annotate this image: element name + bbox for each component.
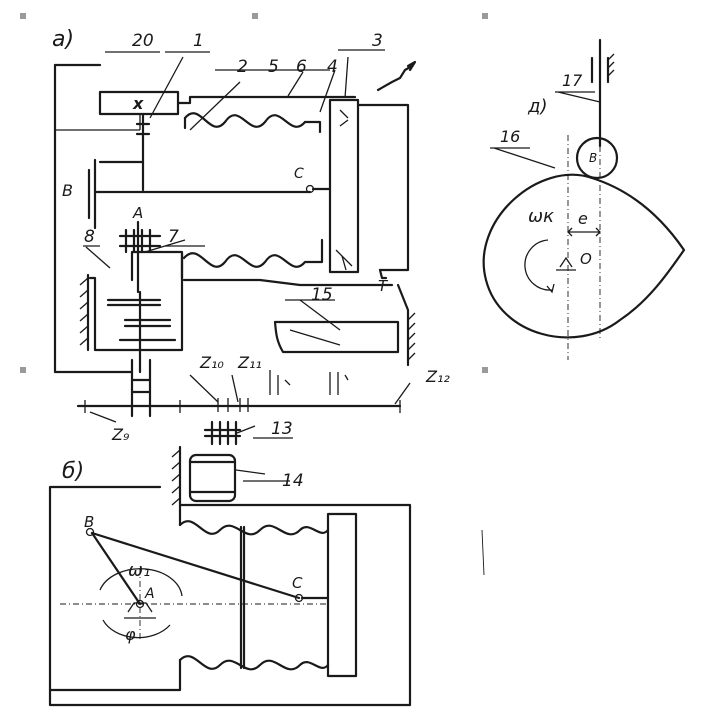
part-number-17: 17: [562, 71, 583, 90]
part-number-13: 13: [271, 419, 293, 439]
point-C-bottom: C: [292, 574, 303, 592]
gear-label-z11: Z₁₁: [237, 353, 262, 372]
part-number-7: 7: [168, 227, 179, 247]
part-number-20: 20: [132, 31, 154, 51]
gear-label-z10: Z₁₀: [199, 353, 224, 372]
panel-a-scheme: а) x B C A: [52, 27, 450, 482]
point-A-bottom: A: [144, 586, 155, 602]
handle-top-left[interactable]: [20, 13, 26, 19]
point-A-top: A: [132, 204, 143, 222]
part-number-4: 4: [327, 57, 338, 77]
part-number-15: 15: [311, 285, 333, 305]
panel-a-label: а): [52, 27, 74, 52]
handle-mid-left[interactable]: [20, 367, 26, 373]
panel-b-scheme: б) 14 B A C ω₁ φ: [48, 445, 412, 707]
part-number-2: 2: [237, 57, 248, 77]
omega-k-symbol: ωк: [528, 206, 554, 227]
part-number-5: 5: [268, 57, 279, 77]
part-number-6: 6: [296, 57, 307, 77]
handle-top-right[interactable]: [482, 13, 488, 19]
point-B-top: B: [62, 181, 73, 200]
roller-B: [575, 136, 619, 180]
part-number-8: 8: [84, 227, 95, 247]
panel-b-label: б): [62, 459, 84, 484]
panel-d-cam: д) 17 B e O ωк 16: [482, 38, 686, 360]
gear-label-z12: Z₁₂: [425, 367, 450, 386]
panel-d-label: д): [527, 96, 547, 117]
part-number-16: 16: [500, 127, 520, 146]
point-O-cam: O: [580, 250, 592, 268]
point-C-top: C: [294, 166, 304, 182]
omega-1-symbol: ω₁: [128, 560, 150, 581]
phi-symbol: φ: [125, 625, 136, 644]
selection-handles[interactable]: [20, 13, 488, 373]
rack-right-lower: [326, 512, 358, 678]
part-number-3: 3: [372, 31, 383, 51]
point-B-bottom: B: [84, 513, 94, 531]
cam-16: [482, 173, 686, 339]
point-B-cam: B: [589, 151, 597, 165]
part-number-1: 1: [193, 31, 204, 51]
motor-14: [188, 453, 237, 503]
rack-4: [328, 98, 360, 274]
part-number-14: 14: [282, 471, 304, 491]
gear-label-z9: Z₉: [111, 425, 130, 444]
e-label: e: [578, 209, 588, 228]
handle-top-center[interactable]: [252, 13, 258, 19]
x-box-label: x: [132, 94, 144, 113]
handle-mid-right[interactable]: [482, 367, 488, 373]
